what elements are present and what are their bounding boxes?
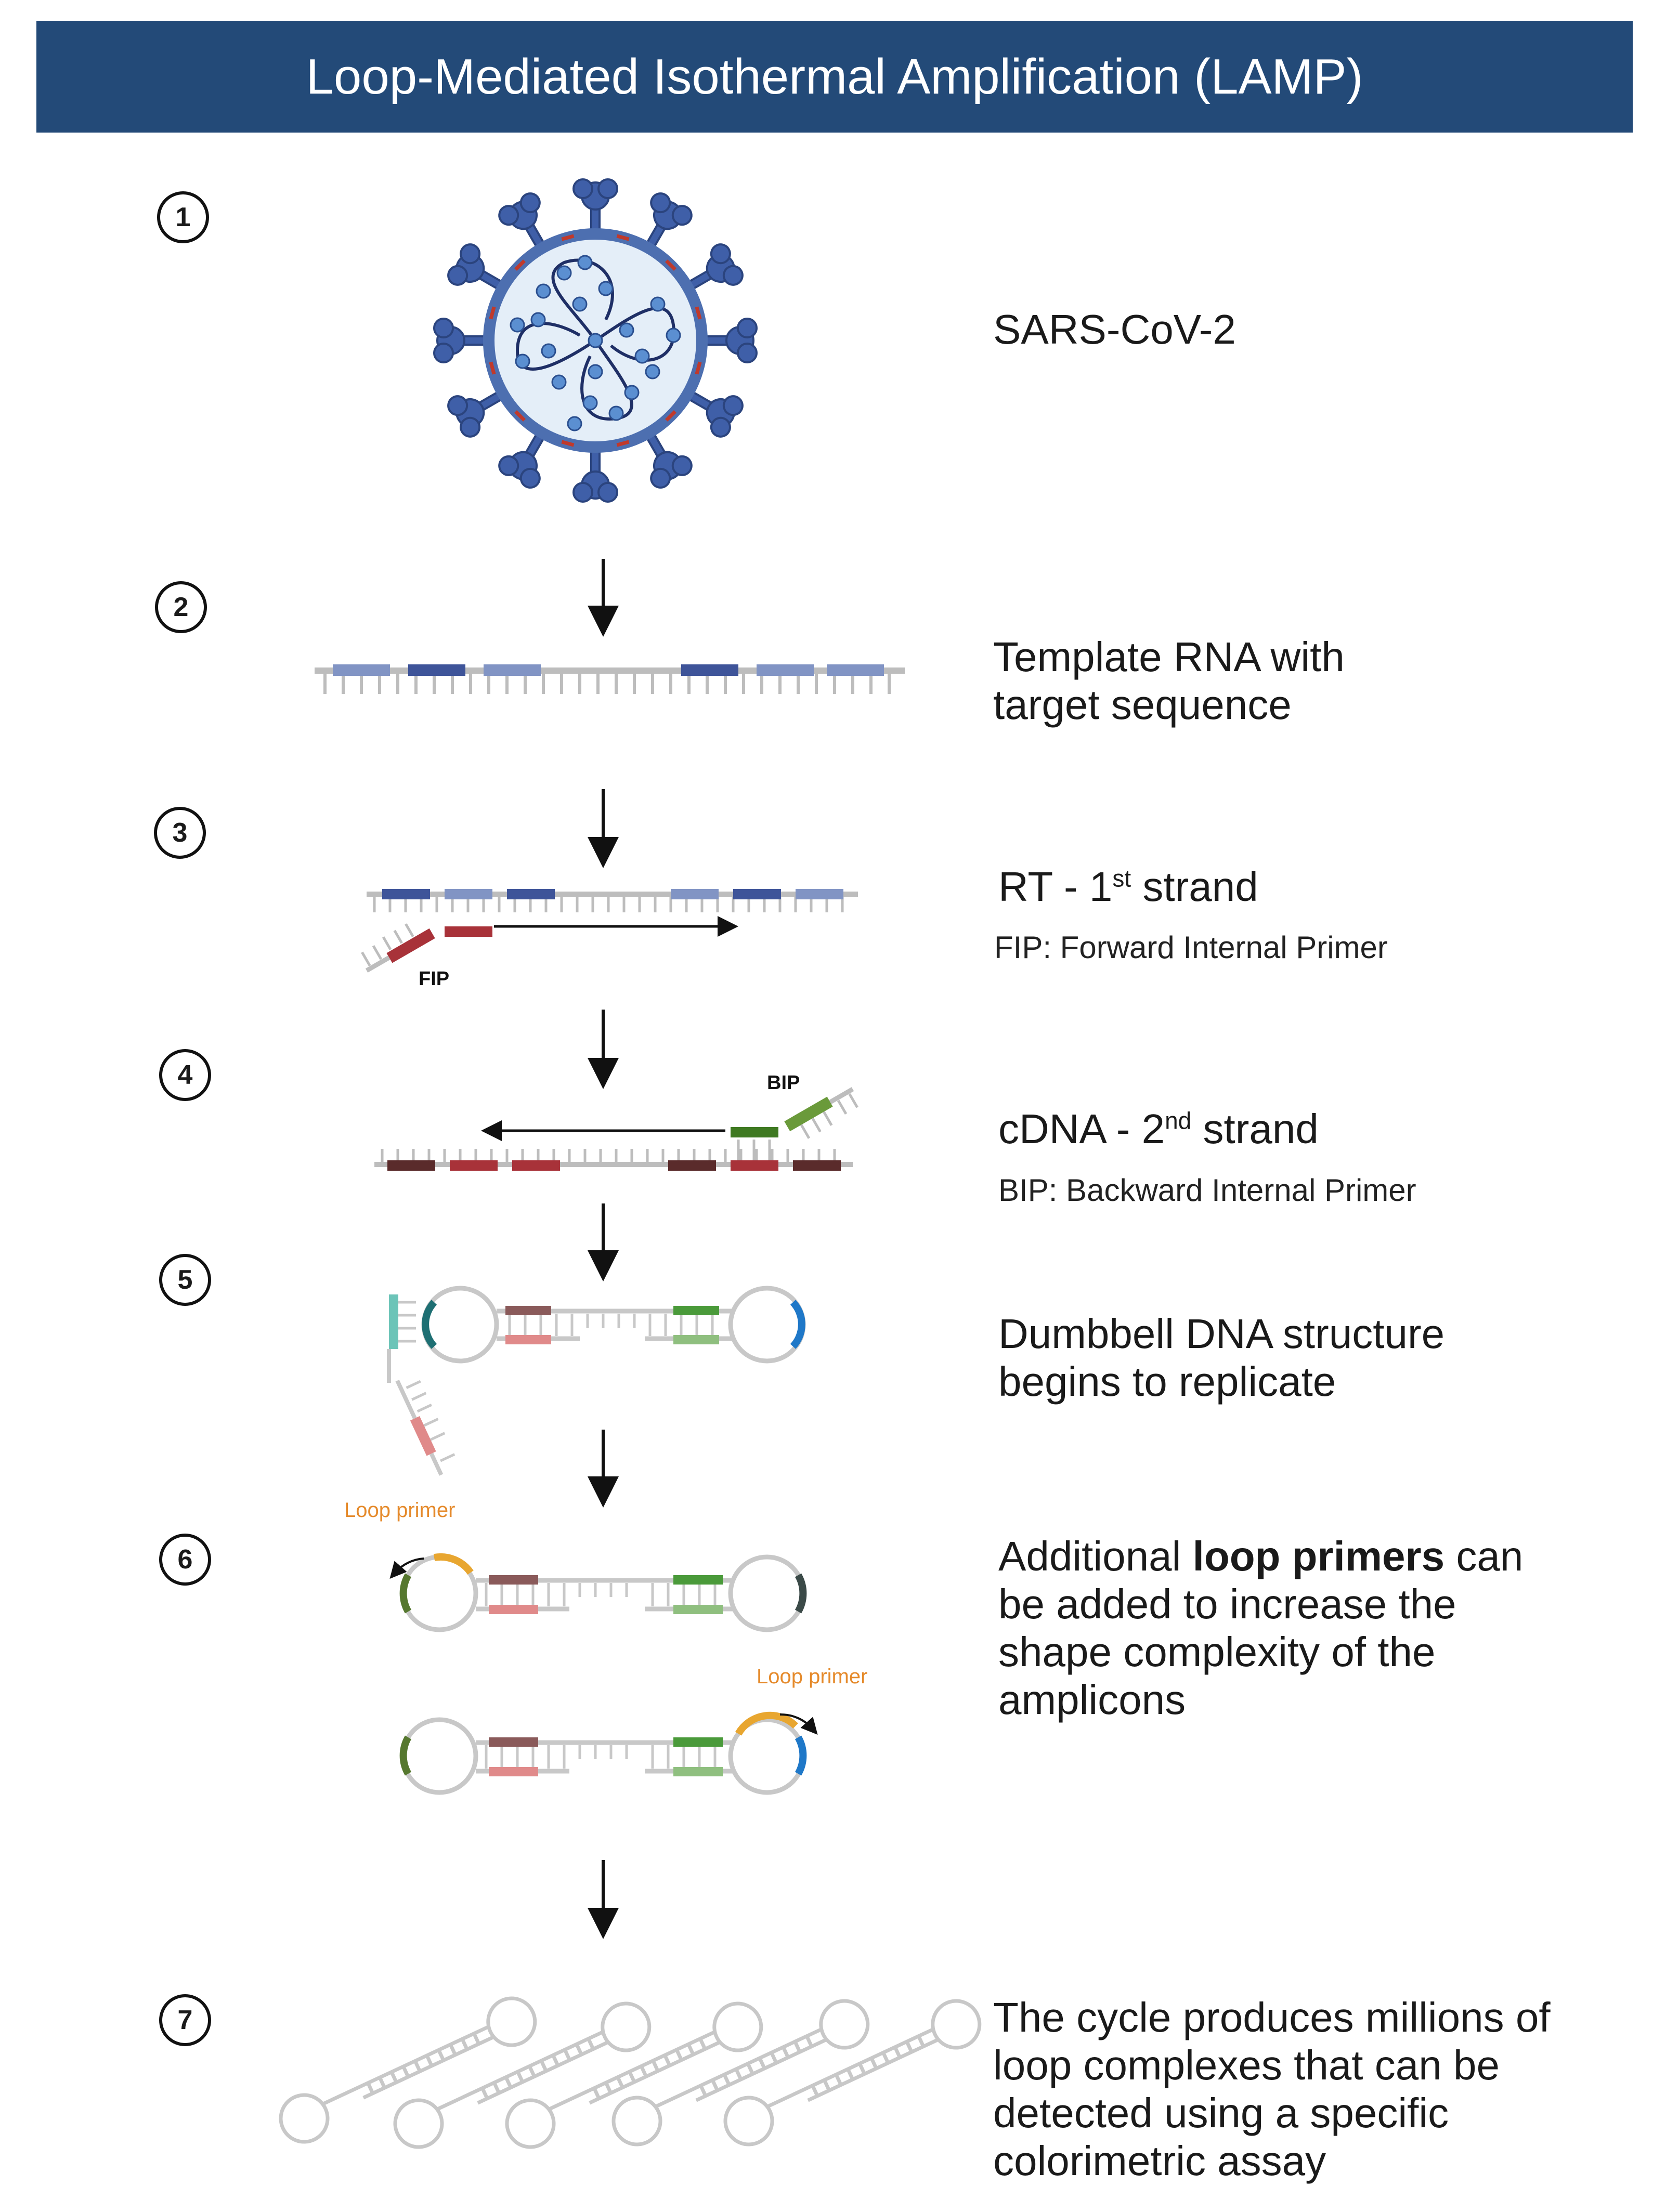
step-number-4: 4 (159, 1049, 211, 1101)
step-2-description: Template RNA with target sequence (993, 633, 1345, 729)
virus-spikes (433, 178, 758, 503)
step-4-title-post: strand (1191, 1106, 1319, 1152)
step-7-line-1: The cycle produces millions of (993, 1994, 1551, 2040)
amplified-loop-complexes (279, 1996, 982, 2149)
loop-complex (723, 1999, 982, 2146)
step-6-line-2: be added to increase the (998, 1581, 1456, 1627)
step-4-title-sup: nd (1165, 1107, 1192, 1134)
step-1-description: SARS-CoV-2 (993, 306, 1236, 354)
step-2-line-1: Template RNA with (993, 634, 1345, 680)
template-rna (315, 664, 905, 694)
step-4-title-pre: cDNA - 2 (998, 1106, 1165, 1152)
loop-complex (393, 2001, 652, 2149)
step-number-6: 6 (159, 1534, 211, 1586)
bip-label: BIP (767, 1072, 800, 1094)
step-3-description: RT - 1st strand (998, 863, 1258, 911)
cdna-second-strand (374, 1087, 858, 1171)
fip-primer (361, 923, 435, 973)
step-3-subtitle: FIP: Forward Internal Primer (994, 930, 1388, 965)
step-6-line-3: shape complexity of the (998, 1629, 1436, 1675)
step-7-description: The cycle produces millions of loop comp… (993, 1994, 1551, 2185)
step-6-line-1: Additional loop primers can (998, 1533, 1523, 1580)
step-3-title: RT - 1st strand (998, 863, 1258, 911)
step-7-line-2: loop complexes that can be (993, 2042, 1500, 2088)
loop-complex (505, 2001, 763, 2149)
step-number-2: 2 (155, 581, 207, 633)
step-3-title-pre: RT - 1 (998, 863, 1113, 910)
loop-primer-label-bottom: Loop primer (757, 1665, 867, 1688)
step-4-title: cDNA - 2nd strand (998, 1105, 1319, 1153)
step-6-line-4: amplicons (998, 1677, 1186, 1723)
nucleocapsid (510, 255, 681, 431)
bip-primer (784, 1087, 858, 1139)
step-5-description: Dumbbell DNA structure begins to replica… (998, 1310, 1444, 1406)
step-7-line-4: colorimetric assay (993, 2138, 1326, 2184)
step-number-1: 1 (157, 191, 209, 243)
step-6-description: Additional loop primers can be added to … (998, 1533, 1523, 1724)
page-title: Loop-Mediated Isothermal Amplification (… (306, 48, 1363, 104)
dumbbell-loop-primer-bottom (399, 1711, 818, 1795)
step-1-text: SARS-CoV-2 (993, 306, 1236, 352)
step-6-line-1-post: can (1444, 1533, 1524, 1579)
loop-primers-emphasis: loop primers (1192, 1533, 1445, 1579)
step-3-title-sup: st (1112, 865, 1131, 892)
step-3-title-post: strand (1131, 863, 1258, 910)
dumbbell-structure (387, 1286, 806, 1476)
virus-illustration (433, 178, 758, 503)
loop-complex (611, 1999, 870, 2146)
step-7-line-3: detected using a specific (993, 2090, 1449, 2136)
title-banner: Loop-Mediated Isothermal Amplification (… (36, 21, 1633, 133)
step-number-5: 5 (159, 1254, 211, 1306)
rt-first-strand (361, 889, 858, 973)
loop-complex (279, 1996, 537, 2144)
step-2-line-2: target sequence (993, 682, 1292, 728)
step-5-line-1: Dumbbell DNA structure (998, 1311, 1445, 1357)
dumbbell-loop-primer-top (389, 1553, 807, 1632)
step-number-3: 3 (154, 807, 206, 859)
fip-label: FIP (419, 968, 449, 990)
loop-primer-label-top: Loop primer (344, 1499, 455, 1522)
step-number-7: 7 (159, 1994, 211, 2046)
step-6-line-1-pre: Additional (998, 1533, 1193, 1579)
envelope-proteins (489, 234, 702, 447)
displaced-strand (395, 1380, 455, 1476)
step-5-line-2: begins to replicate (998, 1358, 1336, 1405)
step-4-subtitle: BIP: Backward Internal Primer (998, 1173, 1416, 1208)
step-4-description: cDNA - 2nd strand (998, 1105, 1319, 1153)
